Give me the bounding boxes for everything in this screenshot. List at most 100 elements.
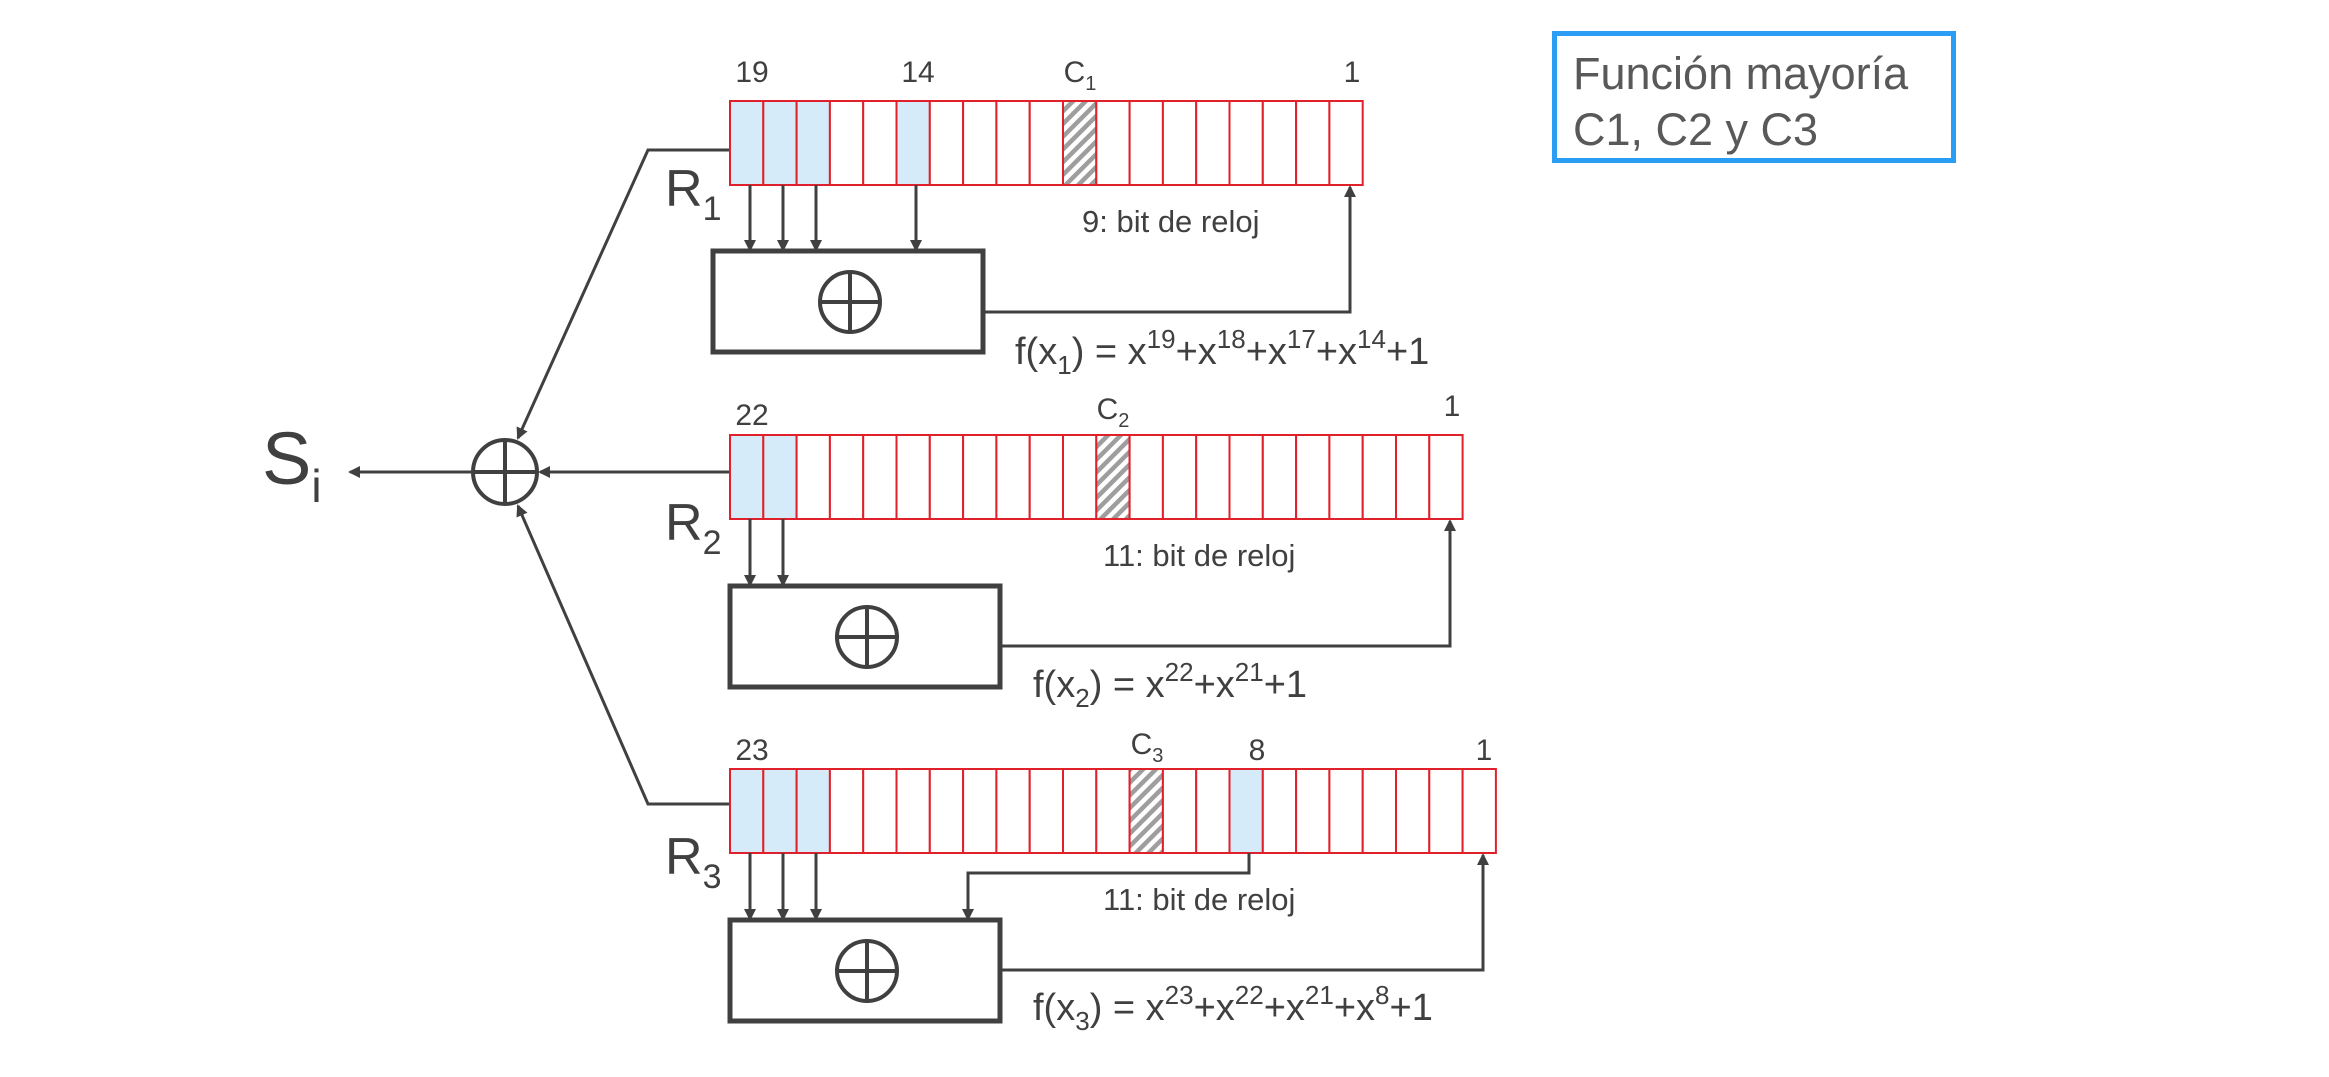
register-cell (895, 768, 931, 854)
circle-plus-icon (835, 939, 899, 1003)
feedback-polynomial: f(x3) = x23+x22+x21+x8+1 (1033, 980, 1433, 1036)
register-cell (1428, 434, 1464, 520)
register-cell (1395, 434, 1431, 520)
register-label-14: 14 (901, 56, 934, 89)
register-r3: 23 C3 8 1 R3 11: bit de reloj f(x3) = x2… (665, 728, 1497, 1036)
register-label-1: 1 (1344, 56, 1361, 89)
register-cell (1095, 100, 1131, 186)
circle-plus-icon (818, 270, 882, 334)
register-cell (995, 768, 1031, 854)
register-cell (1295, 100, 1331, 186)
register-label-1: 1 (1476, 734, 1493, 767)
register-name: R2 (665, 494, 721, 562)
r3-output-line (516, 504, 730, 806)
register-cell (1195, 434, 1231, 520)
register-cell-clock (1095, 434, 1131, 520)
tap-arrows (744, 853, 822, 921)
register-cell-tap (762, 100, 798, 186)
register-cell (862, 100, 898, 186)
register-cell (1295, 768, 1331, 854)
circle-plus-icon (835, 605, 899, 669)
register-cell (1328, 768, 1364, 854)
register-cell (995, 434, 1031, 520)
register-cell (995, 100, 1031, 186)
register-cell (1428, 768, 1464, 854)
majority-box-line2: C1, C2 y C3 (1573, 104, 1819, 155)
register-cells (729, 100, 1364, 186)
register-cell (1128, 100, 1164, 186)
register-cell (1062, 768, 1098, 854)
register-cell (1062, 434, 1098, 520)
clock-note: 11: bit de reloj (1103, 882, 1295, 917)
register-cell (962, 434, 998, 520)
register-cell (1128, 434, 1164, 520)
majority-box-line1: Función mayoría (1573, 48, 1909, 99)
register-label-23: 23 (735, 734, 768, 767)
register-cell (1328, 434, 1364, 520)
register-cell (862, 434, 898, 520)
register-cell (895, 434, 931, 520)
register-cell (928, 434, 965, 520)
register-cell-tap (795, 768, 831, 854)
clock-bit-label-c1: C1 (1064, 56, 1097, 95)
register-cell-tap (895, 100, 931, 186)
register-cell (1295, 434, 1331, 520)
register-cell (1161, 100, 1198, 186)
register-cell (928, 768, 965, 854)
output-xor-icon (471, 438, 539, 506)
feedback-polynomial: f(x1) = x19+x18+x17+x14+1 (1015, 324, 1429, 380)
register-cell-tap (729, 434, 765, 520)
register-cell-clock (1062, 100, 1098, 186)
register-cell (1161, 434, 1198, 520)
register-cell-tap (795, 100, 831, 186)
register-cell (1195, 768, 1231, 854)
register-cell-tap (762, 768, 798, 854)
clock-bit-label-c3: C3 (1131, 728, 1164, 767)
register-label-1: 1 (1444, 390, 1461, 423)
clock-note: 9: bit de reloj (1082, 204, 1260, 239)
register-cell (1028, 768, 1064, 854)
register-cell (1461, 768, 1497, 854)
register-cell (962, 100, 998, 186)
tap-arrow-bit8 (962, 853, 1251, 921)
register-cell (1361, 768, 1397, 854)
register-cell (962, 768, 998, 854)
register-r2: 22 C2 1 R2 11: bit de reloj f(x2) = x22+… (665, 390, 1464, 713)
register-cell (1228, 100, 1264, 186)
register-label-22: 22 (735, 399, 768, 432)
register-cell (828, 768, 865, 854)
register-cell (862, 768, 898, 854)
clock-bit-label-c2: C2 (1097, 393, 1130, 432)
register-cell (828, 100, 865, 186)
register-r1: 19 14 C1 1 R1 9: bit de reloj f(x1) = x1… (665, 56, 1429, 380)
feedback-polynomial: f(x2) = x22+x21+1 (1033, 657, 1307, 713)
register-cell-tap (762, 434, 798, 520)
r1-output-line (516, 148, 730, 440)
feedback-line (983, 185, 1356, 314)
register-cell (1195, 100, 1231, 186)
register-cell (1095, 768, 1131, 854)
register-label-8: 8 (1249, 734, 1266, 767)
register-cell (795, 434, 831, 520)
register-cell (1028, 100, 1064, 186)
register-cells (729, 768, 1497, 854)
register-cell-clock (1128, 768, 1164, 854)
register-cell-tap (729, 100, 765, 186)
register-cell (1261, 100, 1298, 186)
register-cells (729, 434, 1464, 520)
register-cell (1328, 100, 1364, 186)
register-cell (1261, 434, 1298, 520)
feedback-line (1000, 853, 1489, 972)
tap-arrows (744, 519, 789, 587)
register-name: R3 (665, 828, 721, 896)
clock-note: 11: bit de reloj (1103, 538, 1295, 573)
register-cell-tap (1228, 768, 1264, 854)
register-name: R1 (665, 160, 721, 228)
register-cell (1228, 434, 1264, 520)
register-cell (828, 434, 865, 520)
register-cell-tap (729, 768, 765, 854)
register-cell (1361, 434, 1397, 520)
register-cell (1161, 768, 1198, 854)
register-cell (1395, 768, 1431, 854)
